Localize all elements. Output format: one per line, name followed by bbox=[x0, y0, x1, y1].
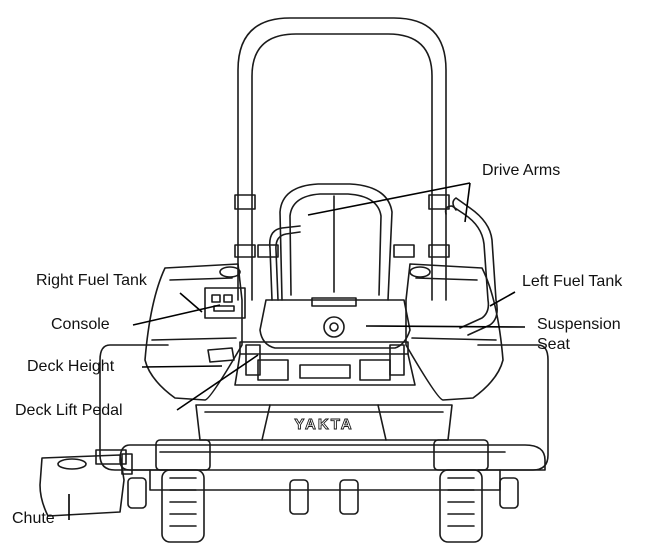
left-fender bbox=[405, 263, 504, 401]
leader-lines bbox=[68, 182, 526, 520]
seat-cushion bbox=[259, 299, 411, 349]
label-seat: Seat bbox=[537, 336, 570, 353]
label-suspension: Suspension bbox=[537, 316, 621, 333]
drive-arm-left bbox=[452, 197, 498, 336]
rear-wheel-left bbox=[477, 344, 549, 471]
leader-console bbox=[132, 304, 221, 326]
leader-deck-height bbox=[141, 365, 223, 368]
deck-height-lever bbox=[207, 347, 235, 363]
leader-right-fuel-tank bbox=[179, 292, 203, 313]
leader-deck-lift-pedal bbox=[176, 354, 259, 411]
mower-deck bbox=[119, 444, 546, 471]
drive-arm-right bbox=[268, 225, 301, 301]
label-deck-height: Deck Height bbox=[27, 358, 115, 375]
brand-logo: YAKTA bbox=[294, 416, 353, 433]
caster-wheel-left bbox=[439, 469, 483, 543]
rops-roll-bar bbox=[237, 17, 447, 301]
leader-suspension-seat bbox=[365, 325, 526, 328]
label-console: Console bbox=[51, 316, 110, 333]
leader-drive-arms-left bbox=[464, 182, 471, 223]
seat-backrest bbox=[279, 183, 393, 301]
rear-wheel-right bbox=[99, 344, 169, 471]
label-deck-lift-pedal: Deck Lift Pedal bbox=[15, 402, 123, 419]
discharge-chute bbox=[39, 454, 125, 517]
leader-drive-arms-right bbox=[307, 182, 471, 216]
console-panel bbox=[204, 287, 246, 319]
label-drive-arms: Drive Arms bbox=[482, 162, 561, 179]
leader-left-fuel-tank bbox=[489, 291, 516, 307]
right-fender bbox=[144, 263, 243, 401]
caster-wheel-right bbox=[161, 469, 205, 543]
label-right-fuel-tank: Right Fuel Tank bbox=[36, 272, 147, 289]
frame-crossmember bbox=[239, 341, 409, 355]
label-chute: Chute bbox=[12, 510, 55, 527]
label-left-fuel-tank: Left Fuel Tank bbox=[522, 273, 623, 290]
mower-illustration bbox=[39, 17, 549, 543]
